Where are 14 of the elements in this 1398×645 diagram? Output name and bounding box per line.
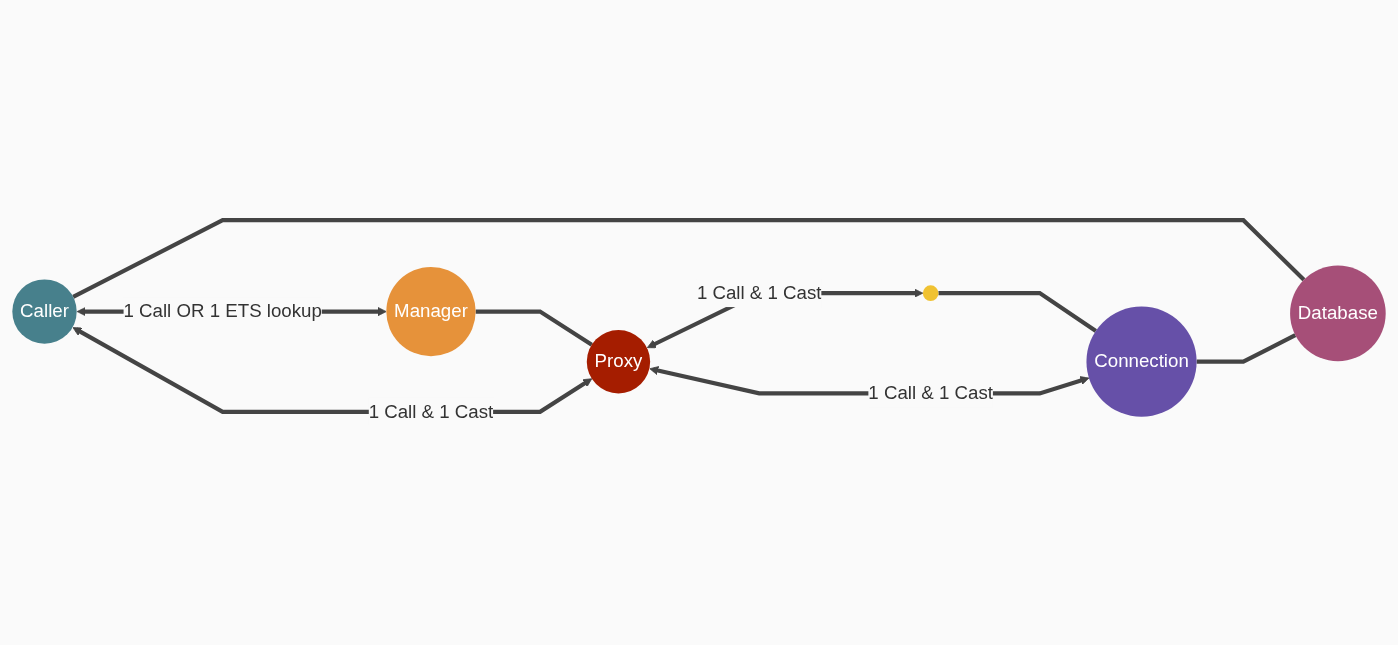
node-circle: Connection (1086, 306, 1197, 417)
edge-label: 1 Call OR 1 ETS lookup (123, 300, 322, 321)
connector (938, 290, 1097, 333)
edge-label: 1 Call & 1 Cast (368, 400, 494, 422)
node-circle: Proxy (586, 329, 651, 393)
node-circle: Database (1290, 265, 1386, 361)
node-circle: Caller (12, 278, 77, 344)
node-circle: Manager (386, 266, 476, 356)
connector (72, 217, 1306, 299)
connector (1196, 332, 1297, 364)
edge-label: 1 Call & 1 Cast (696, 281, 822, 303)
node-circle (922, 284, 939, 301)
connector (475, 309, 593, 346)
edge-label: 1 Call & 1 Cast (868, 381, 993, 403)
